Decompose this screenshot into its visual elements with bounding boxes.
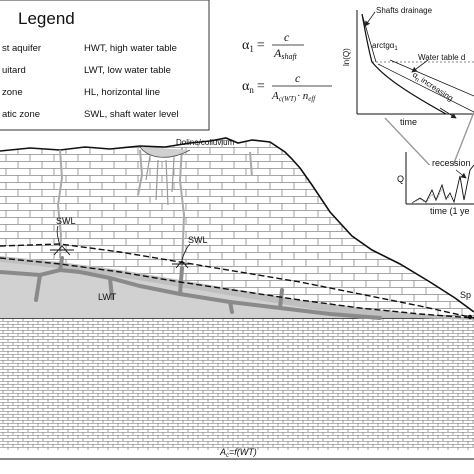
formula-alpha-n: αn= c Ac(WT)· neff <box>242 71 332 103</box>
top-graph-ylabel: ln(Q) <box>342 48 351 66</box>
label-recession: recession <box>432 158 471 168</box>
legend-left-item-3: zone <box>2 87 23 98</box>
legend-title: Legend <box>18 9 75 28</box>
legend-left-item-4: atic zone <box>2 109 40 120</box>
label-water-table: Water table d <box>418 53 465 62</box>
label-swl-1: SWL <box>56 216 76 226</box>
vertical-shafts <box>56 147 253 267</box>
catchment-area-indicator: Ac=f(WT) <box>0 447 474 460</box>
label-alpha-increasing: αnincreasing <box>410 70 455 105</box>
lower-aquitard <box>0 317 474 450</box>
doline: Doline/colluvium <box>139 138 235 206</box>
legend-right-item-2: LWT, low water table <box>84 65 171 76</box>
label-shafts-drainage: Shafts drainage <box>376 6 433 15</box>
legend-panel: Legend st aquifer uitard zone atic zone … <box>0 0 210 131</box>
svg-text:c: c <box>295 71 301 85</box>
svg-text:Ashaft: Ashaft <box>273 46 298 61</box>
label-doline: Doline/colluvium <box>176 138 235 147</box>
legend-right-item-1: HWT, high water table <box>84 43 177 54</box>
label-arctg: arctgα1 <box>372 41 398 52</box>
label-spring: Sp <box>460 290 471 300</box>
spring: Sp <box>460 290 473 320</box>
recession-log-graph: ln(Q) time Shafts drainage arctgα1 Water… <box>342 6 474 127</box>
label-swl-2: SWL <box>188 235 208 245</box>
svg-text:c: c <box>284 30 290 44</box>
label-lwt: LWT <box>98 292 117 302</box>
legend-left-item-2: uitard <box>2 65 26 76</box>
connector-lines <box>384 111 474 173</box>
formula-alpha-1: α1= c Ashaft <box>242 30 304 61</box>
swl-marker-1: SWL <box>50 216 76 256</box>
karst-conduits <box>0 256 382 320</box>
svg-text:Ac(WT)· neff: Ac(WT)· neff <box>271 90 316 103</box>
legend-right-item-4: SWL, shaft water level <box>84 109 179 120</box>
swl-marker-2: SWL <box>172 235 208 269</box>
svg-text:α1=: α1= <box>242 38 265 54</box>
hydrograph-graph: Q time (1 ye recession <box>397 152 474 216</box>
legend-left-item-1: st aquifer <box>2 43 41 54</box>
bottom-graph-xlabel: time (1 ye <box>430 206 470 216</box>
svg-text:αn=: αn= <box>242 79 265 95</box>
water-tables <box>0 243 474 319</box>
label-catchment-area: Ac=f(WT) <box>219 447 257 459</box>
high-water-table <box>0 243 474 319</box>
top-graph-xlabel: time <box>400 117 417 127</box>
bottom-graph-ylabel: Q <box>397 174 404 184</box>
legend-right-item-3: HL, horizontal line <box>84 87 160 98</box>
